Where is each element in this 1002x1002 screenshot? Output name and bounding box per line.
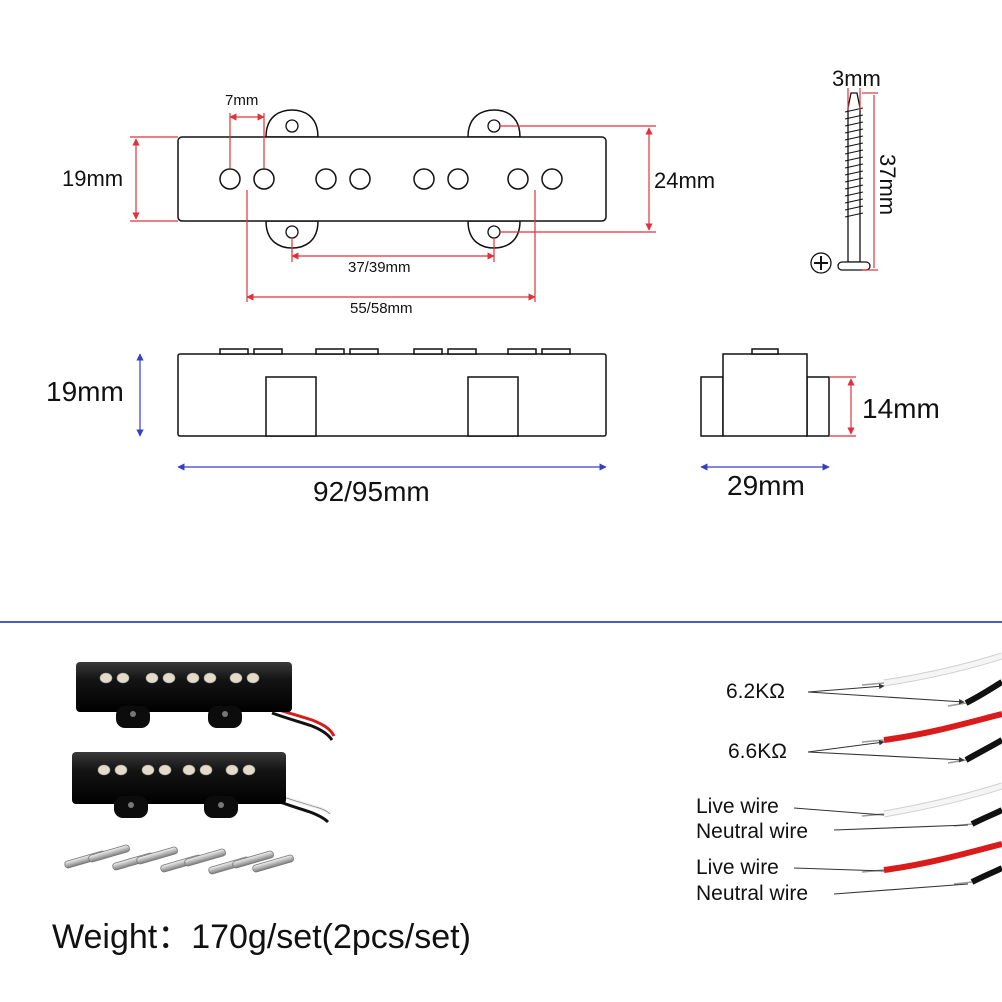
screws-photo [64, 844, 294, 875]
pickup-photo-1 [76, 662, 336, 741]
product-photo [64, 662, 336, 875]
pickup-body-top [177, 136, 607, 222]
dim-top-height-label: 19mm [62, 166, 124, 191]
top-view-drawing [177, 109, 607, 249]
screw-dimensions [847, 88, 878, 271]
top-view-dimensions [130, 113, 656, 302]
pair-1-neutral-label: Neutral wire [696, 820, 809, 843]
dim-screw-diameter-label: 3mm [832, 66, 881, 91]
dim-outer-hole-spacing-label: 55/58mm [350, 300, 413, 317]
dim-flange-height-label: 14mm [862, 393, 940, 424]
pair-2-live-label: Live wire [696, 856, 779, 879]
pickup-body-end [722, 353, 808, 437]
weight-label: Weight：170g/set(2pcs/set) [52, 918, 471, 956]
end-view-dimensions [829, 376, 856, 437]
side-mount-right [467, 376, 519, 437]
pickup-body-side [177, 353, 607, 437]
pair-1-live-label: Live wire [696, 795, 779, 818]
pair-2-neutral-label: Neutral wire [696, 882, 809, 905]
dim-inner-hole-spacing-label: 37/39mm [348, 259, 411, 276]
side-view-drawing [177, 348, 607, 437]
dim-side-length-label: 92/95mm [313, 476, 430, 507]
end-flange-right [806, 376, 830, 437]
dim-pole-spacing-label: 7mm [225, 92, 259, 109]
dim-outer-height-label: 24mm [654, 168, 716, 193]
resistance-2-label: 6.6KΩ [728, 740, 787, 763]
dim-screw-length-label: 37mm [875, 154, 900, 216]
pole-pieces [219, 168, 563, 190]
resistance-1-label: 6.2KΩ [726, 680, 785, 703]
pickup-photo-2 [72, 752, 332, 824]
dim-side-height-label: 19mm [46, 376, 124, 407]
side-view-dimensions [136, 353, 607, 471]
end-view-drawing [700, 348, 830, 437]
wiring-diagram [793, 652, 1002, 895]
side-mount-left [265, 376, 317, 437]
dim-end-width-label: 29mm [727, 470, 805, 501]
end-flange-left [700, 376, 724, 437]
screw-drawing [810, 92, 871, 274]
